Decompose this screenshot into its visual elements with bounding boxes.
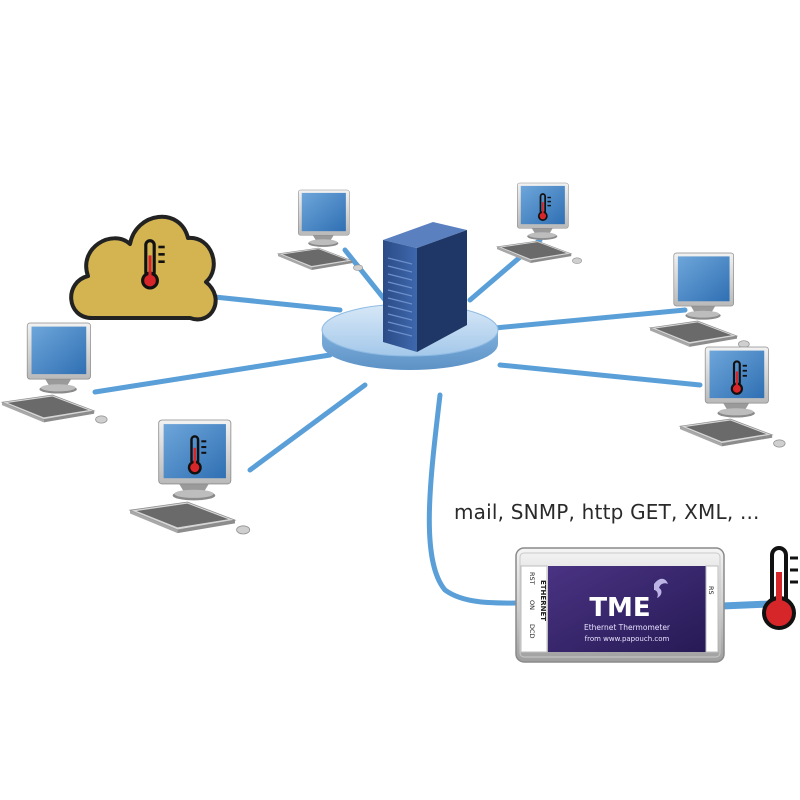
tme-device: TME Ethernet Thermometer from www.papouc… <box>515 547 725 663</box>
link-pc-right-1 <box>492 307 688 331</box>
device-subtitle: Ethernet Thermometer <box>584 623 671 632</box>
sensor-thermometer-icon <box>762 546 798 630</box>
device-port-dcd: DCD <box>528 624 536 639</box>
link-pc-top-center <box>342 247 388 303</box>
computer-left <box>1 322 108 424</box>
device-brand: TME <box>589 593 650 623</box>
computer-right-2 <box>679 346 786 448</box>
protocols-label: mail, SNMP, http GET, XML, ... <box>454 500 760 524</box>
link-pc-bottom-left <box>247 382 368 473</box>
link-pc-left <box>92 352 333 395</box>
computer-bottom-left <box>129 419 251 535</box>
device-port-rst: RST <box>528 572 536 585</box>
device-port-on: ON <box>528 600 536 610</box>
link-device-sensor <box>718 600 774 610</box>
cloud-thermometer-icon <box>69 214 218 322</box>
device-side-label: ETHERNET <box>539 580 547 621</box>
computer-right-1 <box>649 252 750 348</box>
server-icon <box>383 222 467 352</box>
device-right-label: RS <box>707 586 715 595</box>
bird-logo-icon <box>654 578 668 598</box>
link-device <box>426 392 526 606</box>
device-from: from www.papouch.com <box>585 635 670 643</box>
link-pc-right-2 <box>497 362 703 388</box>
link-cloud <box>202 293 343 313</box>
computer-top-right <box>496 182 582 264</box>
